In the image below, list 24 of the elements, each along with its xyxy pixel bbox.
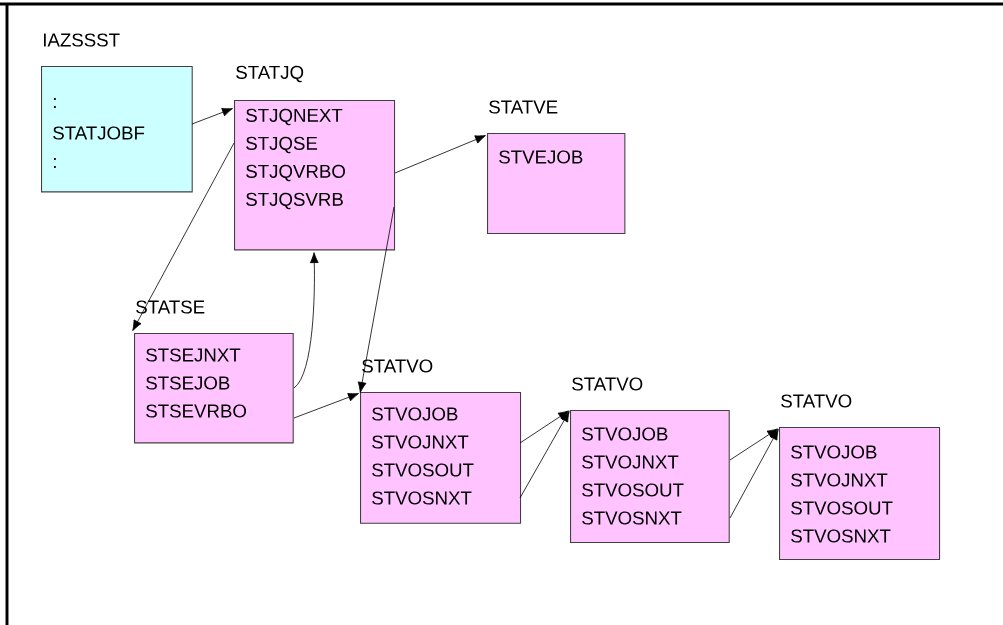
arrow bbox=[293, 252, 319, 389]
node-label: STATJQ bbox=[236, 65, 304, 83]
node-label: STATVO bbox=[362, 359, 433, 373]
arrow bbox=[729, 428, 779, 461]
structure-box: STATVO STVOJOB STVOJNXT STVOSOUT STVOSNXT bbox=[360, 359, 522, 524]
arrow bbox=[519, 411, 570, 499]
node-label: STATSE bbox=[136, 300, 205, 314]
structure-box: STATVO STVOJOB STVOJNXT STVOSOUT STVOSNXT bbox=[779, 394, 941, 561]
node-label: STATVO bbox=[781, 394, 852, 408]
node-label: STATVO bbox=[572, 377, 643, 391]
arrow bbox=[519, 410, 570, 444]
node-label: IAZSSST bbox=[43, 33, 120, 47]
arrow bbox=[729, 429, 779, 519]
arrow bbox=[357, 206, 395, 393]
node-label: STATVE bbox=[489, 100, 558, 114]
arrow bbox=[394, 135, 486, 174]
structure-box: STATVO STVOJOB STVOJNXT STVOSOUT STVOSNXT bbox=[570, 377, 730, 544]
structure-box: STATSE STSEJNXT STSEJOB STSEVRBO bbox=[134, 300, 294, 444]
arrow bbox=[293, 393, 359, 419]
arrow bbox=[132, 142, 235, 331]
arrow bbox=[191, 108, 233, 125]
structure-box: STATJQ STJQNEXT STJQSE STJQVRBO STJQSVRB bbox=[234, 65, 396, 251]
structure-box: IAZSSST : STATJOBF : bbox=[41, 33, 193, 193]
structure-box: STATVE STVEJOB bbox=[487, 100, 626, 235]
